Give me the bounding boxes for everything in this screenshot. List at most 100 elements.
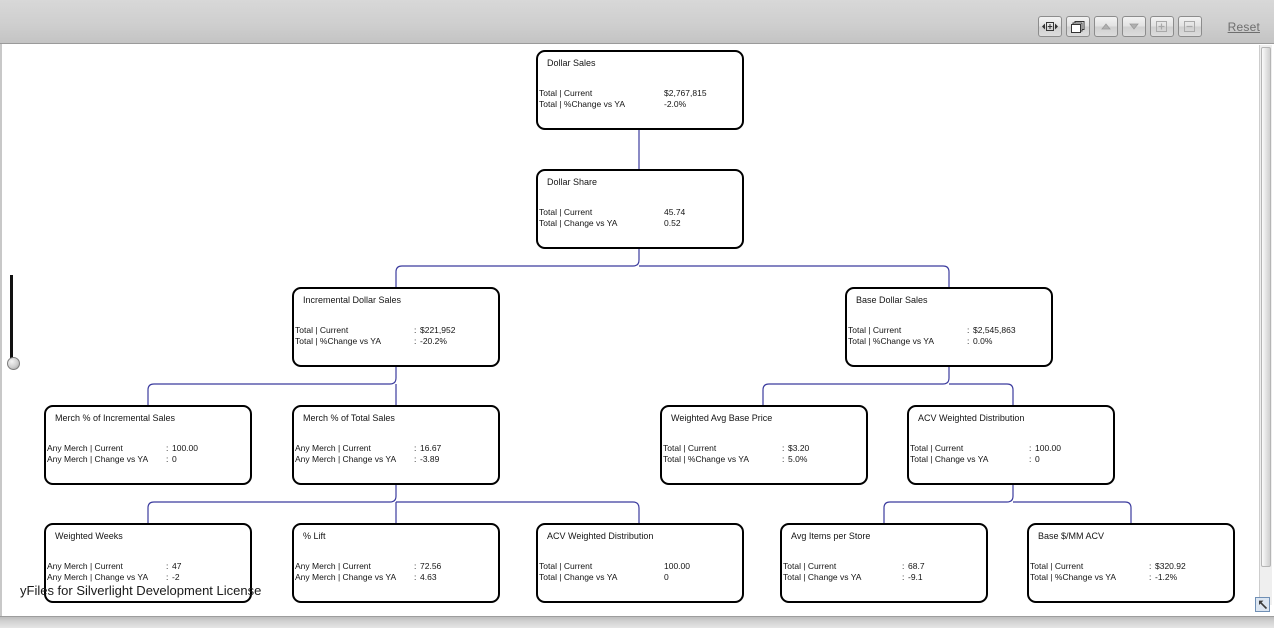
window-left-edge <box>0 44 2 628</box>
node-incremental-dollar-sales[interactable]: Incremental Dollar Sales Total | Current… <box>292 287 500 367</box>
row-label: Total | Current <box>539 88 593 98</box>
node-title: Weighted Avg Base Price <box>671 413 773 423</box>
node-acv-weighted-distribution-mid[interactable]: ACV Weighted Distribution Total | Curren… <box>907 405 1115 485</box>
row-separator: : <box>1029 443 1032 453</box>
row-label: Any Merch | Current <box>47 443 123 453</box>
reset-button[interactable]: Reset <box>1227 19 1260 34</box>
row-value: $2,545,863 <box>973 325 1016 335</box>
node-rows: Total | Current : $320.92 Total | %Chang… <box>1029 561 1233 583</box>
node-row: Total | Change vs YA 0 <box>538 572 742 583</box>
row-label: Total | Current <box>910 443 964 453</box>
row-label: Total | Current <box>295 325 349 335</box>
row-value: 100.00 <box>172 443 198 453</box>
row-value: 100.00 <box>664 561 690 571</box>
row-separator: : <box>414 572 417 582</box>
row-separator: : <box>166 443 169 453</box>
node-row: Total | Current $2,767,815 <box>538 88 742 99</box>
node-base-dollar-sales[interactable]: Base Dollar Sales Total | Current : $2,5… <box>845 287 1053 367</box>
node-row: Total | %Change vs YA : 5.0% <box>662 454 866 465</box>
row-label: Total | %Change vs YA <box>295 336 381 346</box>
row-value: 68.7 <box>908 561 925 571</box>
node-acv-weighted-distribution-bottom[interactable]: ACV Weighted Distribution Total | Curren… <box>536 523 744 603</box>
row-label: Total | %Change vs YA <box>663 454 749 464</box>
row-label: Any Merch | Change vs YA <box>295 572 397 582</box>
fit-content-icon[interactable] <box>1037 16 1062 37</box>
node-base-mm-acv[interactable]: Base $/MM ACV Total | Current : $320.92 … <box>1027 523 1235 603</box>
copy-windows-icon[interactable] <box>1065 16 1090 37</box>
node-dollar-sales[interactable]: Dollar Sales Total | Current $2,767,815 … <box>536 50 744 130</box>
node-rows: Total | Current : 100.00 Total | Change … <box>909 443 1113 465</box>
node-title: Weighted Weeks <box>55 531 123 541</box>
zoom-in-icon[interactable] <box>1149 16 1174 37</box>
zoom-slider[interactable] <box>7 275 25 375</box>
node-row: Total | %Change vs YA : -20.2% <box>294 336 498 347</box>
node-row: Total | Current 45.74 <box>538 207 742 218</box>
row-separator: : <box>967 336 970 346</box>
row-label: Total | Current <box>663 443 717 453</box>
graph-canvas[interactable]: Dollar Sales Total | Current $2,767,815 … <box>2 45 1256 605</box>
node-row: Any Merch | Current : 72.56 <box>294 561 498 572</box>
row-value: 47 <box>172 561 182 571</box>
node-merch-pct-total-sales[interactable]: Merch % of Total Sales Any Merch | Curre… <box>292 405 500 485</box>
row-value: -2.0% <box>664 99 687 109</box>
node-row: Total | Current : 100.00 <box>909 443 1113 454</box>
row-value: $2,767,815 <box>664 88 707 98</box>
row-label: Total | Change vs YA <box>539 572 618 582</box>
vertical-scrollbar-thumb[interactable] <box>1261 47 1271 567</box>
row-separator: : <box>902 561 905 571</box>
row-label: Any Merch | Current <box>295 443 371 453</box>
node-weighted-avg-base-price[interactable]: Weighted Avg Base Price Total | Current … <box>660 405 868 485</box>
row-label: Total | %Change vs YA <box>848 336 934 346</box>
row-label: Any Merch | Change vs YA <box>295 454 397 464</box>
node-row: Any Merch | Change vs YA : 4.63 <box>294 572 498 583</box>
row-value: -3.89 <box>420 454 440 464</box>
row-separator: : <box>414 561 417 571</box>
arrow-down-icon[interactable] <box>1121 16 1146 37</box>
row-separator: : <box>414 443 417 453</box>
node-row: Total | Change vs YA 0.52 <box>538 218 742 229</box>
row-separator: : <box>166 561 169 571</box>
row-label: Total | Change vs YA <box>539 218 618 228</box>
row-separator: : <box>782 443 785 453</box>
node-row: Total | Current : $320.92 <box>1029 561 1233 572</box>
node-avg-items-per-store[interactable]: Avg Items per Store Total | Current : 68… <box>780 523 988 603</box>
vertical-scrollbar[interactable] <box>1259 45 1272 605</box>
node-rows: Total | Current : $221,952 Total | %Chan… <box>294 325 498 347</box>
row-label: Any Merch | Current <box>47 561 123 571</box>
node-title: Dollar Share <box>547 177 598 187</box>
node-row: Total | %Change vs YA : -1.2% <box>1029 572 1233 583</box>
row-value: 5.0% <box>788 454 808 464</box>
row-value: -1.2% <box>1155 572 1178 582</box>
collapse-arrow-icon[interactable] <box>1255 597 1270 612</box>
node-rows: Any Merch | Current : 16.67 Any Merch | … <box>294 443 498 465</box>
node-row: Total | %Change vs YA -2.0% <box>538 99 742 110</box>
row-value: 0.0% <box>973 336 993 346</box>
row-value: 45.74 <box>664 207 686 217</box>
node-title: ACV Weighted Distribution <box>918 413 1025 423</box>
row-label: Total | Change vs YA <box>783 572 862 582</box>
zoom-out-icon[interactable] <box>1177 16 1202 37</box>
row-separator: : <box>414 325 417 335</box>
arrow-up-icon[interactable] <box>1093 16 1118 37</box>
window-toolbar-bar <box>0 0 1274 44</box>
node-title: Base Dollar Sales <box>856 295 928 305</box>
node-row: Any Merch | Current : 100.00 <box>46 443 250 454</box>
row-value: -20.2% <box>420 336 447 346</box>
node-row: Any Merch | Change vs YA : -3.89 <box>294 454 498 465</box>
node-rows: Any Merch | Current : 72.56 Any Merch | … <box>294 561 498 583</box>
node-rows: Any Merch | Current : 100.00 Any Merch |… <box>46 443 250 465</box>
row-separator: : <box>1029 454 1032 464</box>
node-merch-pct-incremental-sales[interactable]: Merch % of Incremental Sales Any Merch |… <box>44 405 252 485</box>
row-separator: : <box>902 572 905 582</box>
license-watermark: yFiles for Silverlight Development Licen… <box>20 583 262 598</box>
node-weighted-weeks[interactable]: Weighted Weeks Any Merch | Current : 47 … <box>44 523 252 603</box>
node-row: Any Merch | Change vs YA : -2 <box>46 572 250 583</box>
row-value: -9.1 <box>908 572 923 582</box>
row-label: Total | %Change vs YA <box>539 99 625 109</box>
node-pct-lift[interactable]: % Lift Any Merch | Current : 72.56 Any M… <box>292 523 500 603</box>
row-value: $221,952 <box>420 325 456 335</box>
row-value: 0.52 <box>664 218 681 228</box>
node-dollar-share[interactable]: Dollar Share Total | Current 45.74 Total… <box>536 169 744 249</box>
zoom-slider-thumb[interactable] <box>7 357 20 370</box>
